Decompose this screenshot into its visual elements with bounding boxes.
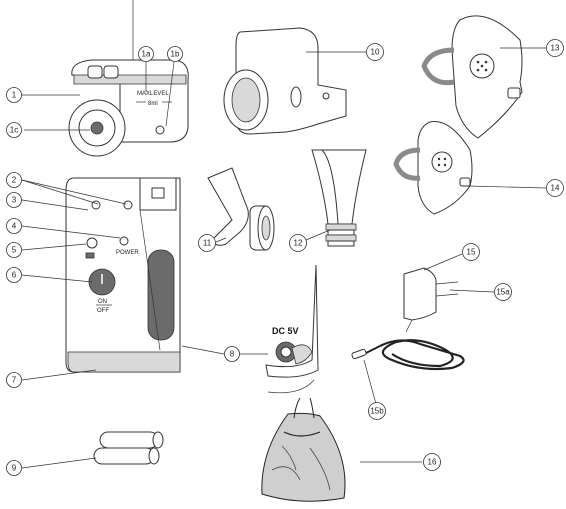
callout-10: 10 <box>367 44 384 61</box>
dc-socket-closeup: DC 5V <box>266 265 318 393</box>
svg-text:1a: 1a <box>142 50 151 59</box>
svg-text:5: 5 <box>12 246 17 255</box>
callout-1a: 1a <box>139 47 154 62</box>
svg-text:2: 2 <box>12 176 17 185</box>
svg-text:11: 11 <box>203 239 212 248</box>
svg-text:8: 8 <box>230 350 235 359</box>
callout-15: 15 <box>463 244 480 261</box>
ac-adapter-15 <box>351 268 463 369</box>
callout-3: 3 <box>7 193 22 208</box>
callout-12: 12 <box>290 235 307 252</box>
medication-cup-unit: MAXLEVEL 8ml <box>69 0 188 156</box>
svg-text:12: 12 <box>294 239 303 248</box>
nozzle-12 <box>312 150 366 246</box>
callout-15b: 15b <box>369 403 386 420</box>
callout-14: 14 <box>547 180 564 197</box>
svg-text:6: 6 <box>12 271 17 280</box>
svg-text:4: 4 <box>12 222 17 231</box>
callout-15a: 15a <box>495 284 512 301</box>
svg-text:9: 9 <box>12 464 17 473</box>
mask-adult-13 <box>424 16 522 138</box>
svg-text:14: 14 <box>551 184 560 193</box>
svg-text:7: 7 <box>12 376 17 385</box>
svg-text:15a: 15a <box>496 288 510 297</box>
callout-16: 16 <box>424 454 441 471</box>
off-label: OFF <box>97 308 109 314</box>
callout-13: 13 <box>547 40 564 57</box>
mask-child-14 <box>396 122 472 214</box>
ml-label: 8ml <box>148 101 158 107</box>
svg-text:16: 16 <box>428 458 437 467</box>
adapter-10 <box>224 28 346 134</box>
callout-9: 9 <box>7 461 22 476</box>
svg-text:1: 1 <box>12 91 17 100</box>
batteries <box>94 432 163 464</box>
callout-6: 6 <box>7 268 22 283</box>
svg-text:1c: 1c <box>10 126 18 135</box>
callout-2: 2 <box>7 173 22 188</box>
dc-label: DC 5V <box>272 326 299 336</box>
svg-text:15b: 15b <box>370 407 384 416</box>
callout-8: 8 <box>225 347 240 362</box>
svg-text:15: 15 <box>467 248 476 257</box>
callout-1: 1 <box>7 88 22 103</box>
svg-text:1b: 1b <box>171 50 180 59</box>
svg-text:3: 3 <box>12 196 17 205</box>
mouthpiece-11 <box>208 168 274 250</box>
svg-text:10: 10 <box>371 48 380 57</box>
svg-text:13: 13 <box>551 44 560 53</box>
maxlevel-label: MAXLEVEL <box>137 91 169 97</box>
callout-5: 5 <box>7 243 22 258</box>
callout-1c: 1c <box>7 123 22 138</box>
callout-11: 11 <box>199 235 216 252</box>
power-label: POWER <box>116 250 139 256</box>
callout-1b: 1b <box>168 47 183 62</box>
callout-4: 4 <box>7 219 22 234</box>
nebulizer-body: POWER ON OFF <box>66 178 180 372</box>
callout-7: 7 <box>7 373 22 388</box>
storage-bag-16 <box>262 398 345 501</box>
on-label: ON <box>98 299 107 305</box>
